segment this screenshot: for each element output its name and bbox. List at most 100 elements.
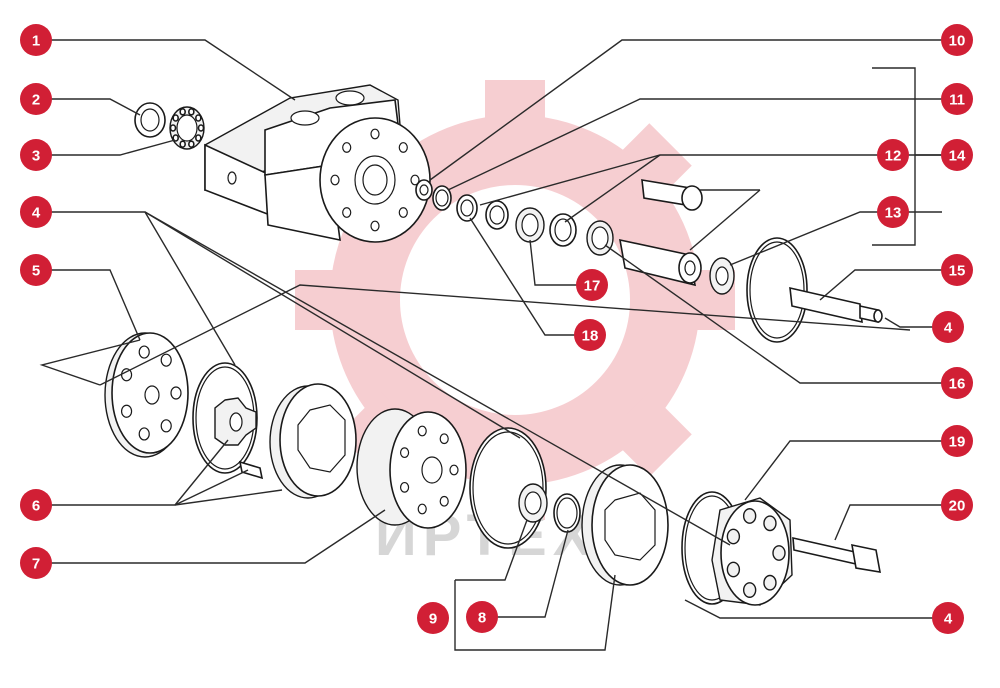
end-plate-hole (160, 353, 172, 367)
part-spacer (518, 483, 581, 533)
housing-bolt-hole (398, 142, 408, 153)
callout-badge-circle (20, 83, 52, 115)
bearing-roller (188, 108, 195, 116)
callout-badge-circle (941, 425, 973, 457)
bearing-roller (169, 124, 177, 132)
part-distributor (581, 464, 669, 586)
bearing-roller (172, 114, 179, 122)
callout-badge-circle (417, 602, 449, 634)
callout-badge-circle (20, 24, 52, 56)
callout-badge-c12: 12 (877, 139, 909, 171)
part-coupling (192, 362, 264, 480)
part-rotor (356, 408, 467, 529)
callout-badge-c16: 16 (941, 367, 973, 399)
callout-badge-circle (932, 311, 964, 343)
leader-lines (39, 39, 942, 651)
housing-bolt-hole (370, 128, 380, 140)
callout-badge-c3: 3 (20, 139, 52, 171)
housing-bolt-hole (410, 174, 420, 186)
housing-bolt-hole (342, 207, 352, 218)
end-plate-hole (170, 386, 182, 400)
cap-bolt-head (726, 528, 741, 545)
watermark-gear-tooth (606, 391, 692, 477)
callout-label: 11 (949, 92, 965, 109)
callout-badge-c17: 17 (576, 269, 608, 301)
bearing-roller (179, 140, 186, 148)
callout-badge-circle (20, 547, 52, 579)
callout-label: 7 (32, 556, 40, 573)
callout-label: 14 (949, 148, 966, 165)
callout-label: 10 (949, 33, 966, 50)
callout-badge-c11: 11 (941, 83, 973, 115)
part-housing (204, 84, 431, 243)
callout-badge-c8: 8 (466, 601, 498, 633)
callout-badge-c1: 1 (20, 24, 52, 56)
callout-badge-c13: 13 (877, 196, 909, 228)
end-plate-hole (160, 419, 172, 433)
cap-bolt-head (726, 561, 741, 578)
part-bolt (792, 536, 881, 573)
callout-badge-circle (877, 196, 909, 228)
callout-badge-c4a: 4 (20, 196, 52, 228)
callout-badge-circle (466, 601, 498, 633)
callout-badge-circle (941, 139, 973, 171)
callout-badge-circle (20, 254, 52, 286)
rotor-lobe (399, 481, 410, 493)
callout-label: 2 (32, 92, 40, 109)
callout-badge-c4c: 4 (932, 602, 964, 634)
rotor-lobe (439, 433, 449, 445)
housing-bolt-hole (370, 220, 380, 232)
callout-badge-c7: 7 (20, 547, 52, 579)
rotor-lobe (417, 503, 427, 515)
callout-label: 5 (32, 263, 40, 280)
end-plate-hole (120, 404, 133, 418)
callout-label: 4 (32, 205, 41, 222)
rotor-lobe (439, 495, 449, 507)
callout-label: 12 (885, 148, 902, 165)
part-gerotor-ring (269, 383, 357, 499)
callout-label: 9 (429, 611, 437, 628)
cap-bolt-head (742, 582, 757, 598)
callout-label: 3 (32, 148, 40, 165)
callout-badge-c9: 9 (417, 602, 449, 634)
callout-label: 16 (949, 376, 966, 393)
callout-badge-c5: 5 (20, 254, 52, 286)
cap-bolt-head (772, 545, 786, 561)
cap-bolt-head (763, 574, 777, 591)
callout-label: 1 (32, 33, 40, 50)
callout-badge-circle (941, 489, 973, 521)
housing-bolt-hole (398, 207, 408, 218)
callout-label: 15 (949, 263, 966, 280)
callout-badge-circle (576, 269, 608, 301)
cap-bolt-head (742, 508, 757, 524)
part-end-plate (104, 332, 189, 458)
callout-badge-circle (20, 196, 52, 228)
bearing-roller (195, 134, 202, 142)
housing-bolt-hole (342, 142, 352, 153)
callout-badge-c10: 10 (941, 24, 973, 56)
callout-badge-circle (877, 139, 909, 171)
end-plate-hole (138, 427, 150, 441)
callout-badge-circle (574, 319, 606, 351)
callout-badge-c20: 20 (941, 489, 973, 521)
callout-badge-circle (941, 367, 973, 399)
callout-badge-c6: 6 (20, 489, 52, 521)
callout-label: 6 (32, 498, 40, 515)
callout-badge-c4b: 4 (932, 311, 964, 343)
callout-label: 4 (944, 611, 953, 628)
callout-badge-c19: 19 (941, 425, 973, 457)
part-needle-bearing (169, 106, 205, 150)
callout-label: 19 (949, 434, 966, 451)
rotor-lobe (399, 447, 410, 459)
callout-badge-c18: 18 (574, 319, 606, 351)
rotor-lobe (449, 464, 459, 476)
bearing-roller (197, 124, 205, 132)
callout-badge-circle (20, 489, 52, 521)
callout-badge-c14: 14 (941, 139, 973, 171)
callout-badge-circle (20, 139, 52, 171)
part-end-cap (681, 491, 793, 606)
callout-label: 18 (582, 328, 599, 345)
